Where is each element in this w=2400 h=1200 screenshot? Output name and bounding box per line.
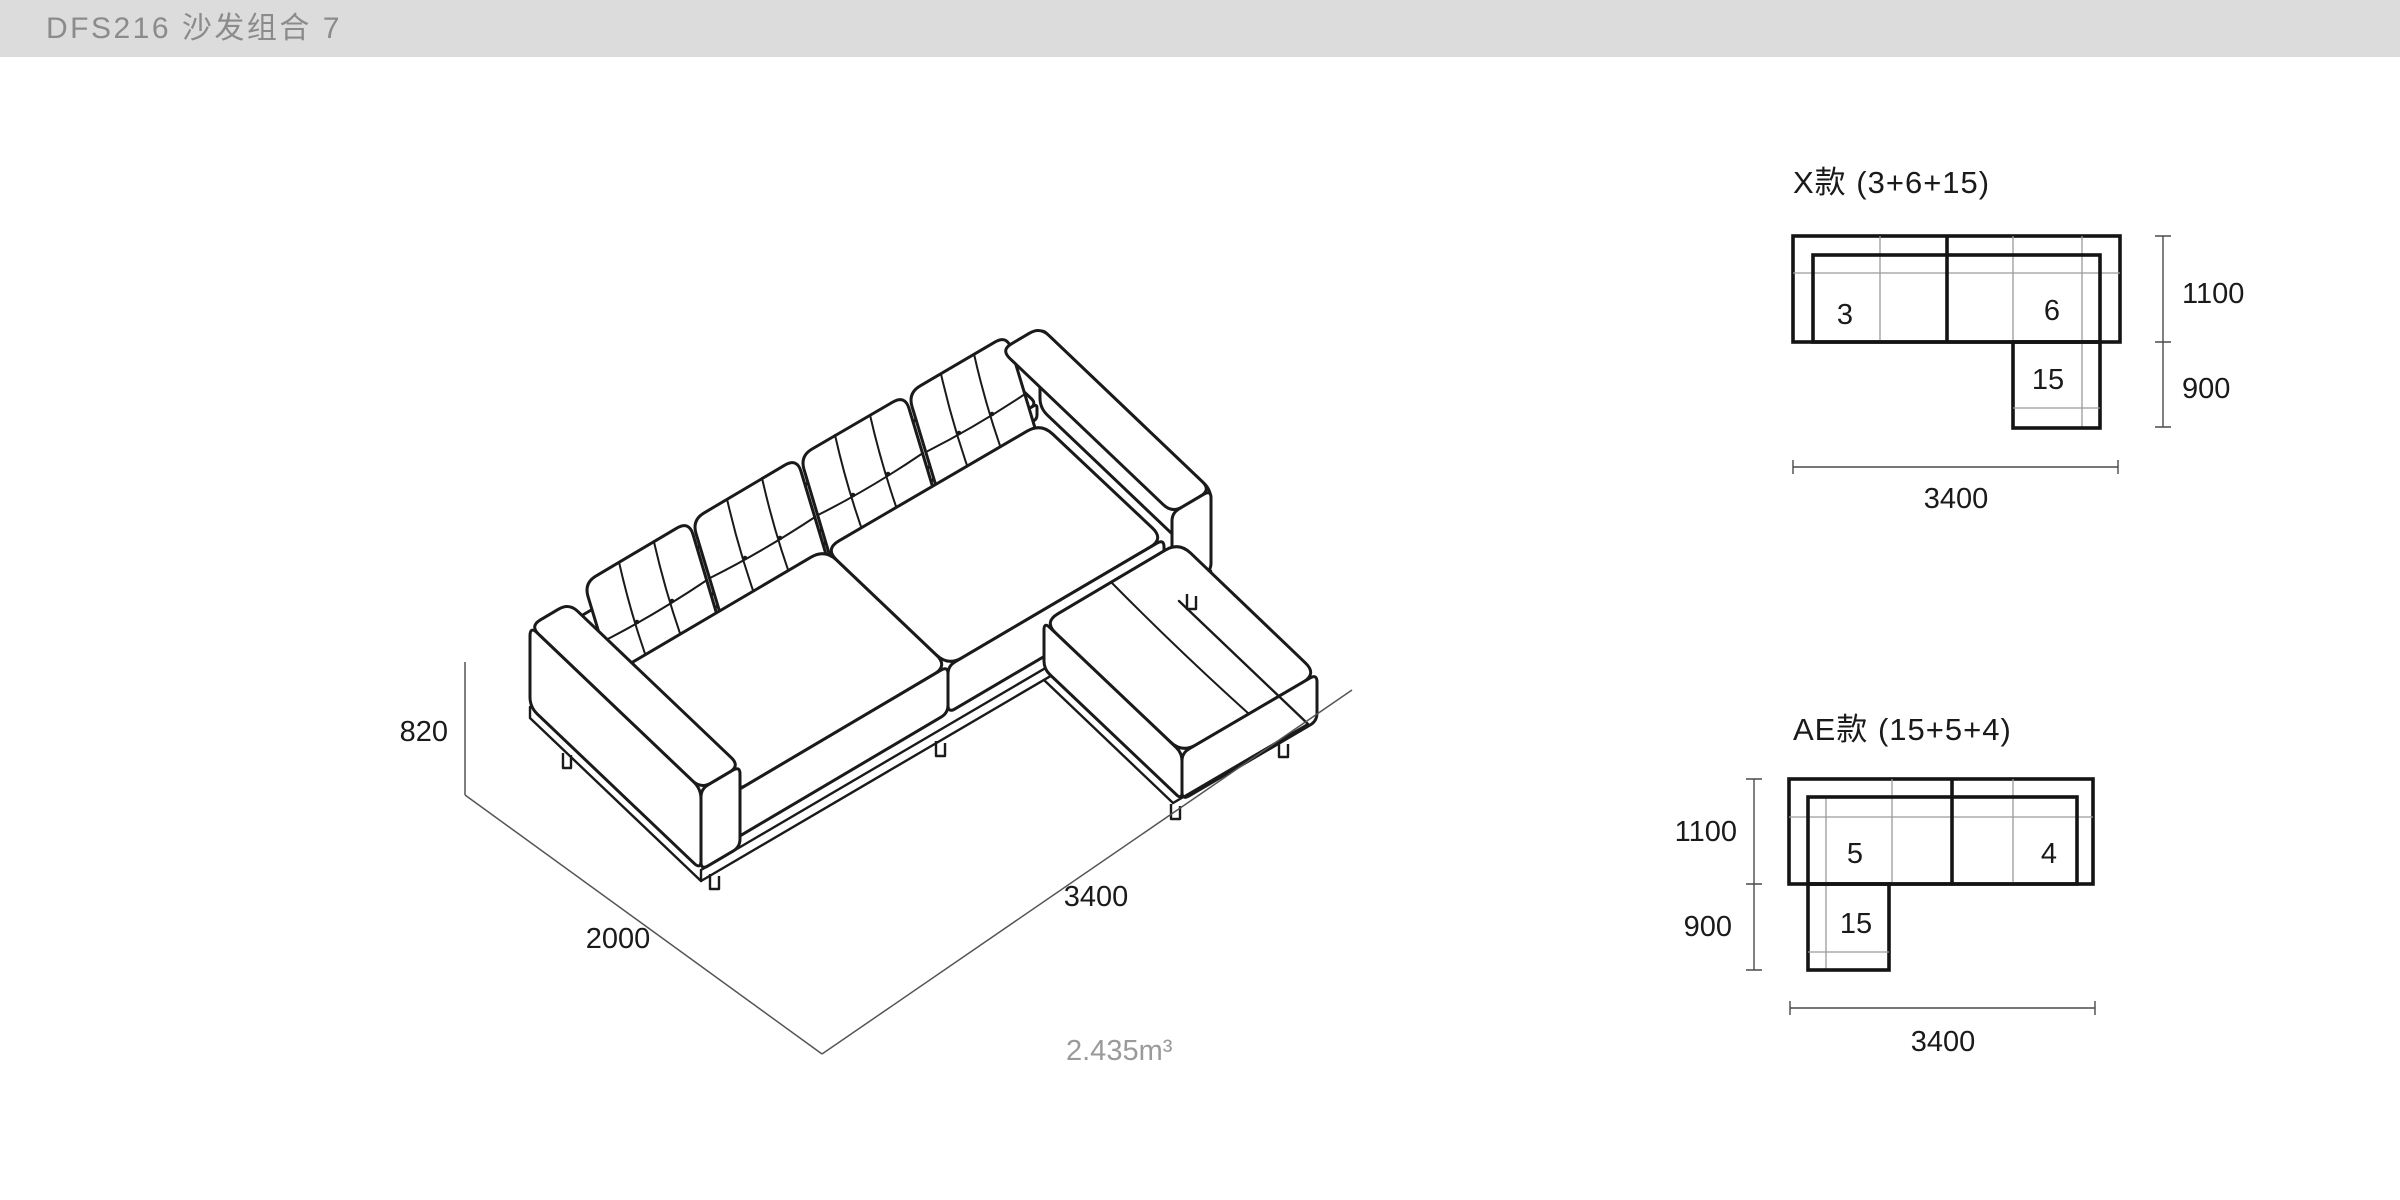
plan-x-module-left-label: 3 [1837,299,1853,331]
sofa-front-rail [699,569,1213,883]
plan-ae-chaise-depth-label: 900 [1684,911,1732,943]
sofa-leg-rear-left [561,753,573,770]
plan-x: X款 (3+6+15) 3 6 15 1100 900 3400 [1791,165,2244,515]
plan-x-thin-lines [1793,236,2120,428]
sofa-left-arm [528,605,742,869]
plan-ae-width-label: 3400 [1911,1026,1976,1058]
sofa-leg-front-right [1185,594,1198,611]
height-dimension-label: 820 [400,716,448,748]
depth-dimension-label: 2000 [586,923,651,955]
volume-label: 2.435m³ [1066,1035,1173,1067]
plan-ae-bottom-dimension-line [1789,1001,2096,1015]
plan-x-seat-frame [1811,253,2102,344]
plan-x-width-label: 3400 [1924,483,1989,515]
plan-ae-module-chaise-label: 15 [1840,908,1872,940]
header-bar: DFS216 沙发组合 7 [0,0,2400,57]
plan-ae-module-right-label: 4 [2041,838,2057,870]
sofa-isometric-drawing [528,329,1319,891]
plan-x-depth-label: 1100 [2182,278,2244,310]
plan-x-right-dimension-line [2155,235,2171,428]
chaise-leg-left [1169,804,1182,821]
depth-dimension-line [464,794,823,1055]
plan-ae-left-dimension-line [1746,778,1762,971]
plan-x-chaise-frame [2011,340,2102,430]
sofa-leg-front-middle [934,741,947,758]
plan-x-chaise-depth-label: 900 [2182,373,2230,405]
plan-x-title: X款 (3+6+15) [1793,165,1990,200]
sofa-chaise [1042,545,1319,799]
plan-ae-module-left-label: 5 [1847,838,1863,870]
plan-x-bottom-dimension-line [1792,460,2119,474]
plan-ae: AE款 (15+5+4) 5 4 15 1100 900 3400 [1675,712,2096,1058]
sofa-left-rail [528,705,703,883]
plan-x-module-right-label: 6 [2044,295,2060,327]
plan-x-module-chaise-label: 15 [2032,364,2064,396]
plan-ae-chaise-frame [1806,882,1891,972]
isometric-dimensions: 820 2000 3400 2.435m³ [400,662,1353,1067]
width-dimension-label: 3400 [1064,881,1129,913]
plan-ae-title: AE款 (15+5+4) [1793,712,2012,747]
plan-ae-depth-label: 1100 [1675,816,1737,848]
page-title: DFS216 沙发组合 7 [46,12,342,45]
plan-ae-seat-frame [1806,795,2079,886]
width-dimension-line [821,689,1353,1055]
sofa-leg-front-left [708,874,721,891]
chaise-leg-right [1277,742,1290,759]
